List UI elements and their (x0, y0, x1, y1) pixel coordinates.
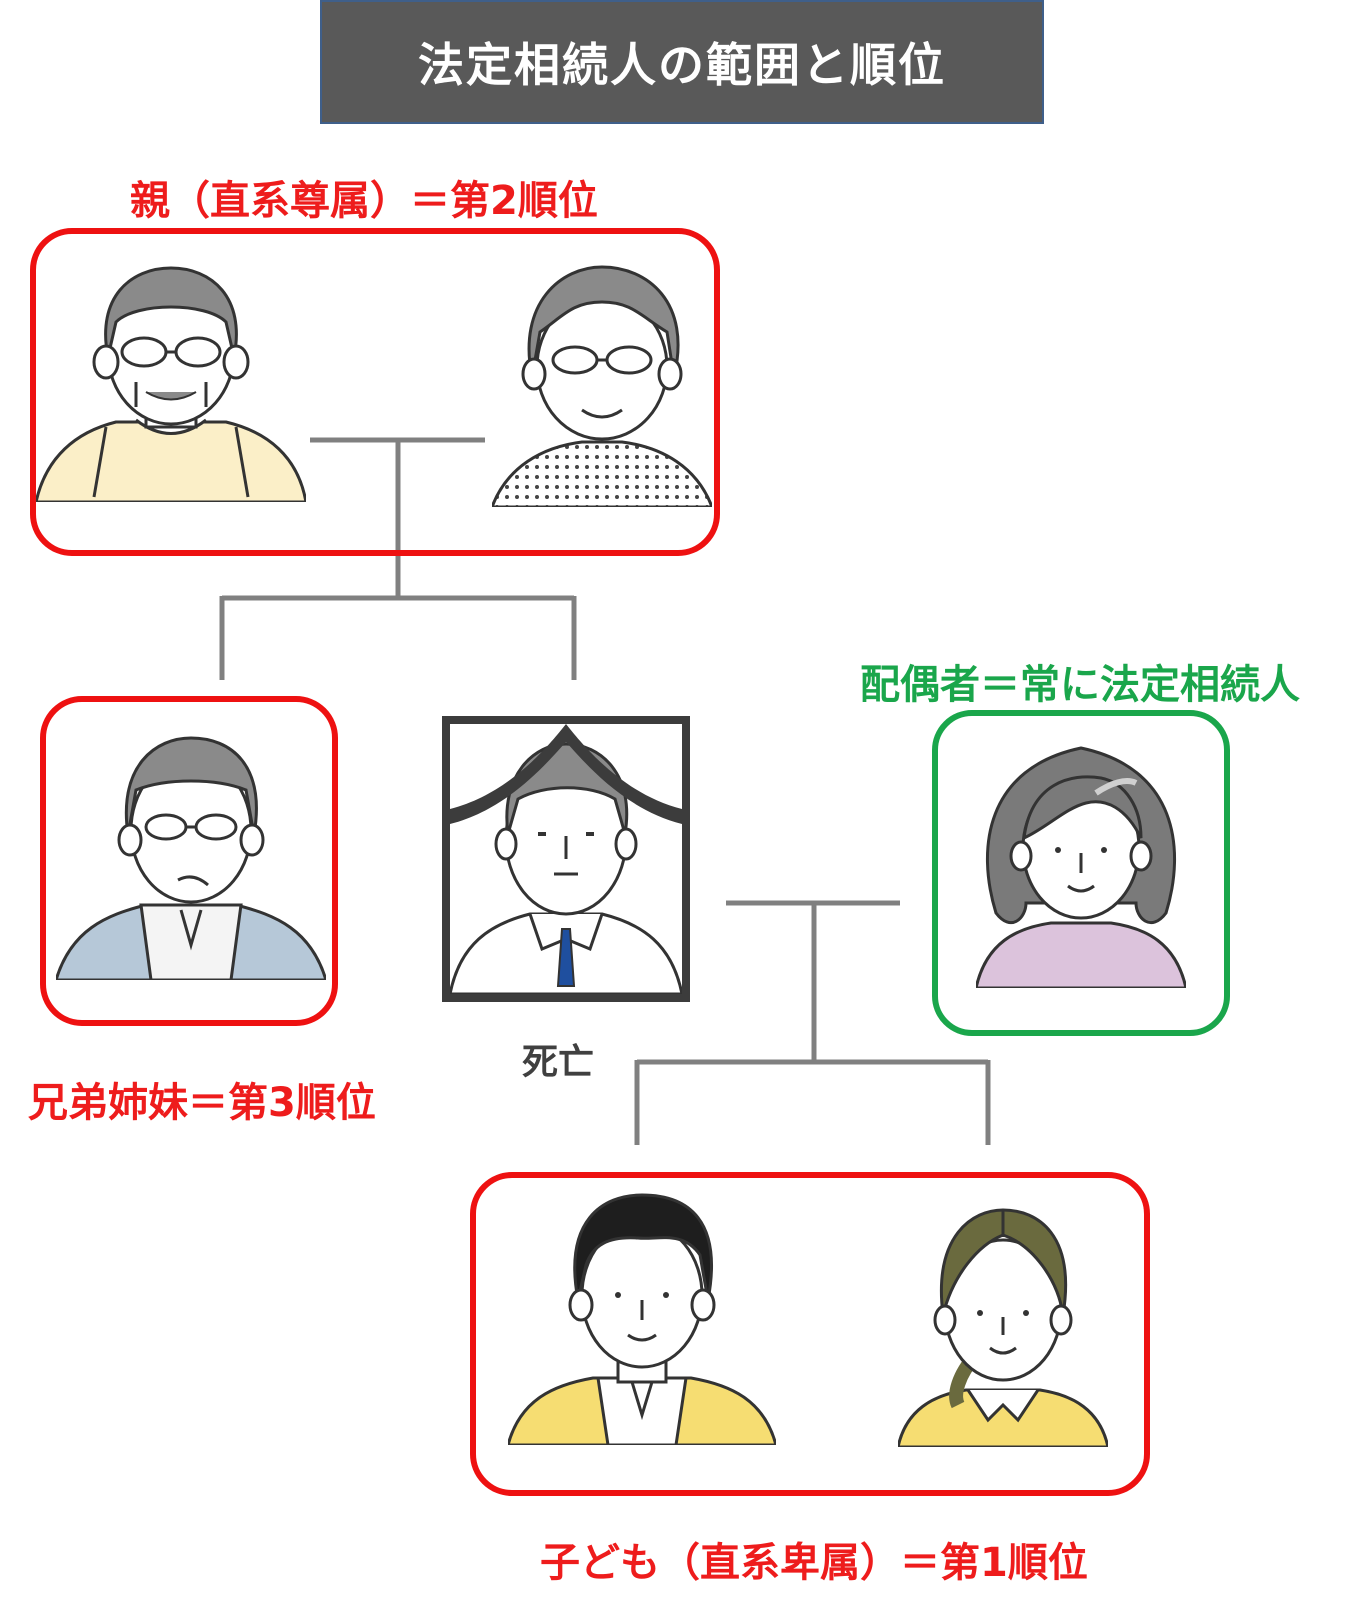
deceased-label: 死亡 (522, 1042, 595, 1083)
elderly-woman-icon (492, 265, 712, 507)
deceased-portrait-frame (442, 716, 690, 1002)
siblings-rank-label: 兄弟姉妹＝第3順位 (28, 1080, 376, 1126)
woman-icon (976, 746, 1186, 988)
title-banner: 法定相続人の範囲と順位 (320, 0, 1044, 124)
elderly-man-icon (36, 266, 306, 502)
spouse-box (932, 710, 1230, 1036)
children-rank-label: 子ども（直系卑属）＝第1順位 (540, 1540, 1088, 1586)
young-man-icon (508, 1193, 776, 1445)
middle-aged-man-icon (56, 736, 326, 980)
young-woman-icon (898, 1208, 1108, 1447)
siblings-group-box (40, 696, 338, 1026)
parents-group-box (30, 228, 720, 556)
mourning-ribbon-icon (450, 724, 682, 824)
page-title: 法定相続人の範囲と順位 (418, 38, 946, 92)
children-group-box (470, 1172, 1150, 1496)
parents-rank-label: 親（直系尊属）＝第2順位 (130, 178, 598, 224)
spouse-label: 配偶者＝常に法定相続人 (860, 662, 1300, 708)
